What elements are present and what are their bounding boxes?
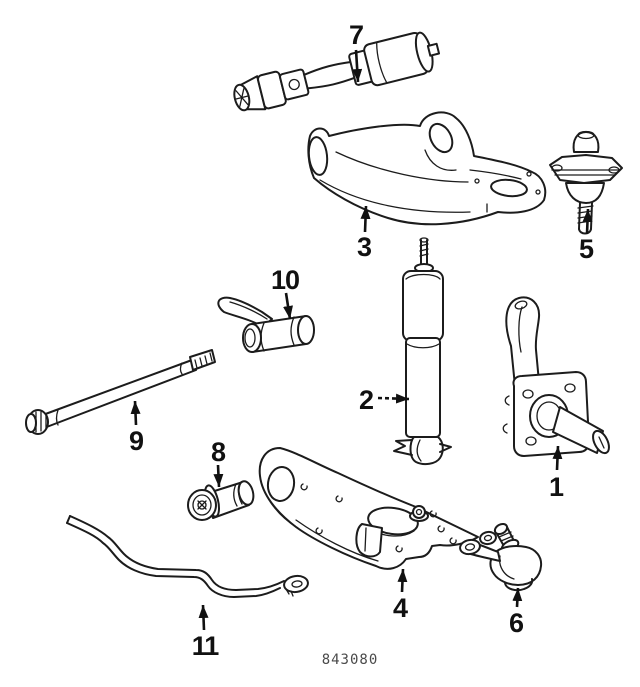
callout-8: 8 xyxy=(211,437,227,488)
callout-4: 4 xyxy=(393,568,409,623)
callout-11: 11 xyxy=(192,604,220,661)
callout-arrow-6 xyxy=(512,587,523,608)
callout-arrow-5 xyxy=(582,208,593,235)
callout-arrow-8 xyxy=(213,464,224,488)
callout-label-2: 2 xyxy=(359,385,373,415)
callout-label-4: 4 xyxy=(393,593,408,623)
part-drawing-torsion-bar-anchor-arm xyxy=(217,296,315,353)
callout-6: 6 xyxy=(509,587,525,638)
callout-7: 7 xyxy=(349,20,364,83)
callout-3: 3 xyxy=(357,205,373,262)
callout-arrow-3 xyxy=(360,205,371,233)
callout-arrow-1 xyxy=(552,445,563,471)
part-drawing-upper-control-arm xyxy=(307,111,547,226)
callout-5: 5 xyxy=(579,208,595,264)
callout-label-6: 6 xyxy=(509,608,524,638)
callout-9: 9 xyxy=(129,400,145,456)
callout-arrow-2 xyxy=(377,393,410,404)
part-drawing-stabilizer-bar xyxy=(66,515,309,598)
callout-2: 2 xyxy=(359,385,410,415)
part-drawing-lower-ball-joint xyxy=(459,522,543,592)
part-drawing-shock-absorber xyxy=(393,237,452,466)
callout-10: 10 xyxy=(271,265,300,320)
callout-label-8: 8 xyxy=(211,437,226,467)
part-drawing-torsion-bar xyxy=(25,349,216,435)
part-drawing-upper-ball-joint xyxy=(549,130,623,235)
callout-arrow-11 xyxy=(198,604,209,631)
callout-1: 1 xyxy=(549,445,565,502)
callout-arrow-7 xyxy=(352,49,363,83)
callout-label-10: 10 xyxy=(271,265,299,295)
callout-label-9: 9 xyxy=(129,426,144,456)
callout-arrow-10 xyxy=(283,292,293,320)
part-drawing-strut-bar xyxy=(233,31,441,112)
part-drawing-steering-knuckle xyxy=(502,296,610,457)
callout-label-11: 11 xyxy=(192,631,220,661)
figure-code: 843080 xyxy=(322,652,379,668)
callout-label-5: 5 xyxy=(579,234,594,264)
callout-label-7: 7 xyxy=(349,20,363,50)
part-drawing-lower-arm-bushing xyxy=(187,480,255,521)
callout-arrow-9 xyxy=(130,400,141,426)
callout-label-3: 3 xyxy=(357,232,372,262)
callout-arrow-4 xyxy=(397,568,408,593)
part-drawing-lower-control-arm xyxy=(258,447,479,570)
callout-label-1: 1 xyxy=(549,472,564,502)
